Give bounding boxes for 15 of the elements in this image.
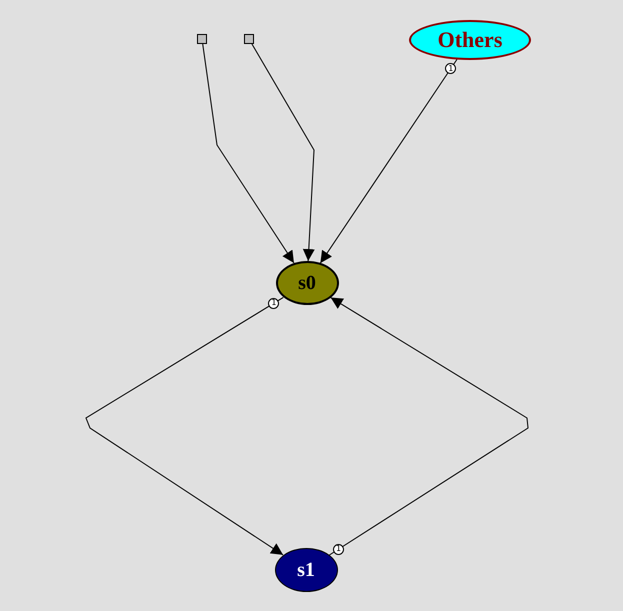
arrow <box>251 44 315 262</box>
node-label: s0 <box>298 272 316 294</box>
ellipse-node <box>276 261 338 305</box>
edge-label: 1 <box>268 298 280 309</box>
ellipse-node <box>274 548 338 592</box>
arrow <box>320 59 458 264</box>
edge-label: 1 <box>445 63 456 74</box>
arrow <box>328 297 529 556</box>
edge-label: 1 <box>332 544 344 555</box>
arrow <box>85 296 284 556</box>
node-label: Others <box>438 27 502 53</box>
arrow <box>202 44 294 264</box>
small-square <box>197 34 207 44</box>
node-label: s1 <box>297 558 315 582</box>
small-square <box>244 34 254 44</box>
